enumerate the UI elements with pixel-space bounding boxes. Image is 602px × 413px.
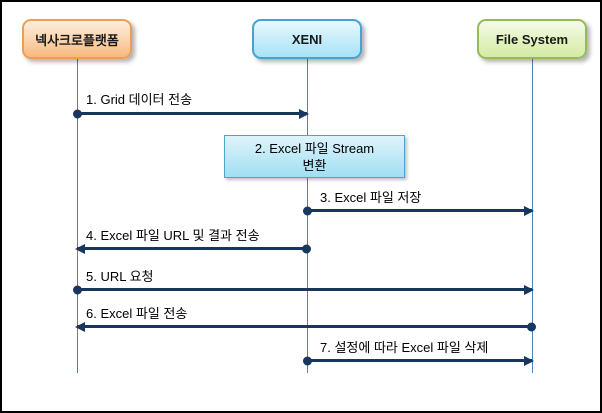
message-1-arrow: [73, 108, 309, 119]
lifeline-filesystem: [532, 59, 533, 373]
message-3-arrow: [303, 205, 534, 216]
message-4-origin-dot: [302, 244, 311, 253]
message-7-label: 7. 설정에 따라 Excel 파일 삭제: [320, 340, 489, 355]
message-7-arrow: [303, 355, 534, 366]
lifeline-xeni: [307, 59, 308, 373]
message-5-label: 5. URL 요청: [86, 269, 154, 284]
message-5-arrowhead-icon: [524, 284, 534, 295]
note-step-2-line2: 변환: [302, 157, 327, 173]
message-4-arrowhead-icon: [75, 243, 85, 254]
message-3-origin-dot: [303, 206, 312, 215]
message-1-label: 1. Grid 데이터 전송: [86, 92, 193, 107]
actor-xeni-label: XENI: [291, 31, 323, 47]
message-3-label: 3. Excel 파일 저장: [320, 190, 422, 205]
message-5-origin-dot: [73, 285, 82, 294]
message-1-arrowhead-icon: [299, 108, 309, 119]
note-step-2: 2. Excel 파일 Stream 변환: [224, 135, 405, 178]
lifeline-nexacro: [77, 59, 78, 373]
actor-nexacro-label: 넥사크로플랫폼: [35, 32, 119, 48]
message-4-arrow: [75, 243, 311, 254]
message-7-origin-dot: [303, 356, 312, 365]
message-1-origin-dot: [73, 109, 82, 118]
message-6-origin-dot: [527, 322, 536, 331]
message-7-arrowhead-icon: [524, 355, 534, 366]
note-step-2-line1: 2. Excel 파일 Stream: [254, 140, 375, 156]
message-5-arrow: [73, 284, 534, 295]
actor-nexacro: 넥사크로플랫폼: [22, 19, 132, 59]
message-6-arrowhead-icon: [75, 321, 85, 332]
message-3-arrowhead-icon: [524, 205, 534, 216]
message-4-label: 4. Excel 파일 URL 및 결과 전송: [86, 228, 260, 243]
actor-xeni: XENI: [252, 19, 362, 59]
actor-filesystem-label: File System: [495, 31, 569, 47]
message-6-label: 6. Excel 파일 전송: [86, 306, 188, 321]
message-6-arrow: [75, 321, 536, 332]
actor-filesystem: File System: [477, 19, 587, 59]
